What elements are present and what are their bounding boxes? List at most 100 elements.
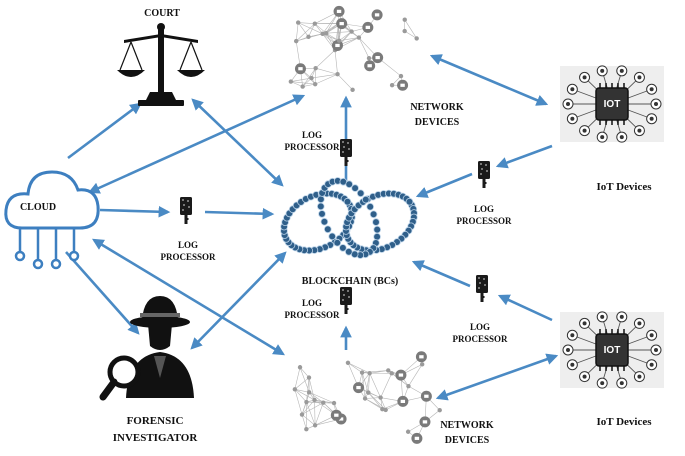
iot-bottom-label: IoT Devices — [596, 416, 652, 428]
iot-top-label: IoT Devices — [596, 181, 652, 193]
log-processor-bottom-center: LOG PROCESSOR — [284, 287, 352, 320]
device-glyph — [419, 355, 424, 359]
log-processor-right: LOG PROCESSOR — [456, 161, 512, 226]
network-link — [308, 33, 323, 38]
iot-device-glyph — [570, 333, 575, 338]
chain-bead — [373, 225, 382, 234]
iot-device-glyph — [654, 102, 658, 106]
iot-device-glyph — [619, 314, 624, 319]
network-link — [308, 377, 315, 401]
iot-devices-top: IOT IoT Devices — [560, 65, 664, 193]
log-processor-top-line1: LOG — [302, 130, 322, 140]
network-link — [301, 402, 324, 415]
network-link — [337, 74, 353, 91]
network-node — [402, 28, 407, 34]
arrow-cloud-network-top — [87, 94, 306, 194]
network-link — [294, 389, 315, 401]
network-link — [309, 392, 324, 403]
network-link — [306, 377, 310, 403]
arrow-logproc-blockchain — [204, 207, 275, 220]
log-processor-left-line2: PROCESSOR — [160, 252, 216, 262]
chain-bead — [361, 195, 370, 204]
network-link — [314, 399, 316, 426]
court-label: COURT — [144, 8, 180, 19]
arrow-iot-top-logproc — [495, 144, 553, 169]
network-node — [306, 375, 312, 380]
network-link — [309, 392, 335, 404]
network-link — [368, 392, 386, 411]
network-node — [362, 396, 368, 401]
network-node — [366, 390, 371, 395]
network-link — [358, 37, 370, 59]
arrow-logproc-blockchain-right — [415, 172, 473, 198]
network-link — [380, 373, 392, 398]
network-link — [365, 397, 381, 399]
network-node — [414, 36, 419, 41]
network-node — [402, 17, 407, 22]
iot-chip-icon — [560, 311, 664, 389]
network-node — [304, 399, 309, 405]
blockchain-chain-icon — [280, 177, 418, 259]
network-node — [320, 31, 325, 37]
network-node — [306, 390, 312, 395]
network-link — [294, 388, 310, 393]
court-node: COURT — [117, 8, 205, 106]
chain-bead — [356, 189, 365, 198]
network-top-label-line1: NETWORK — [410, 102, 464, 113]
network-link — [301, 401, 307, 415]
network-node — [309, 75, 314, 81]
chain-bead — [318, 210, 326, 218]
iot-device-glyph — [637, 374, 642, 379]
forensic-label-line1: FORENSIC — [127, 415, 184, 427]
chain-bead — [405, 197, 414, 206]
usb-key-icon — [340, 287, 352, 314]
network-link — [298, 22, 323, 35]
log-processor-bottom-center-line1: LOG — [302, 298, 322, 308]
log-processor-bottom-right-line2: PROCESSOR — [452, 334, 508, 344]
iot-device-glyph — [582, 321, 587, 326]
iot-device-glyph — [654, 348, 658, 352]
iot-device-glyph — [600, 68, 605, 73]
network-link — [334, 49, 338, 75]
usb-key-icon — [476, 275, 488, 302]
log-processor-left-line1: LOG — [178, 240, 198, 250]
network-node — [386, 368, 391, 373]
network-link — [294, 389, 307, 403]
network-link — [314, 402, 324, 426]
chain-bead — [320, 217, 329, 226]
chain-bead — [323, 225, 332, 234]
log-processor-top-line2: PROCESSOR — [284, 142, 340, 152]
network-node — [406, 383, 411, 389]
iot-chip-icon — [560, 65, 664, 143]
network-link — [326, 31, 352, 34]
network-link — [364, 373, 370, 399]
iot-device-glyph — [637, 128, 642, 133]
network-node — [350, 87, 355, 93]
iot-chip-top-label: IOT — [604, 99, 621, 110]
network-node — [398, 73, 404, 79]
network-link — [314, 23, 327, 34]
device-glyph — [334, 413, 339, 417]
iot-device-glyph — [649, 333, 654, 338]
network-node — [312, 81, 318, 87]
network-graph-icon — [292, 351, 442, 444]
arrow-netbottom-iot-bottom — [435, 353, 559, 401]
iot-device-glyph — [566, 102, 570, 106]
cloud-label: CLOUD — [20, 202, 56, 213]
device-glyph — [414, 436, 420, 440]
network-node — [378, 395, 383, 400]
device-glyph — [422, 420, 428, 424]
network-node — [380, 406, 385, 412]
device-glyph — [336, 9, 342, 13]
network-node — [336, 38, 342, 43]
scales-of-justice-icon — [117, 23, 205, 106]
network-node — [292, 387, 298, 392]
arrow-cloud-court — [67, 102, 142, 160]
device-glyph — [338, 417, 344, 421]
network-bottom-label-line2: DEVICES — [445, 435, 490, 446]
chain-bead — [373, 232, 381, 241]
chain-bead — [317, 195, 325, 204]
network-node — [367, 370, 372, 376]
network-link — [380, 397, 386, 411]
iot-device-glyph — [637, 75, 642, 80]
